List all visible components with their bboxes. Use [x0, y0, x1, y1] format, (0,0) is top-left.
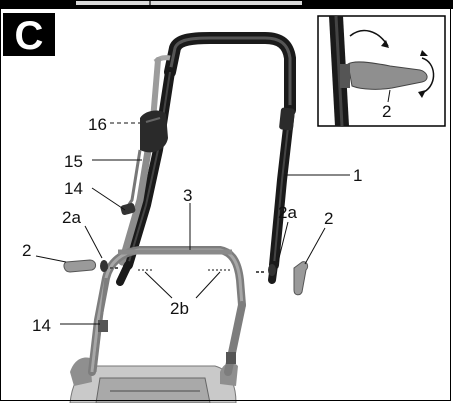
panel-letter-badge: C [3, 13, 55, 58]
callout-2b: 2b [170, 299, 189, 318]
right-upper-tube [269, 105, 295, 270]
callout-14-lower: 14 [32, 316, 51, 335]
switch-box [140, 110, 168, 153]
callout-14-upper: 14 [64, 179, 83, 198]
callout-2a-left: 2a [62, 208, 81, 227]
callout-2-left: 2 [22, 241, 31, 260]
callout-3: 3 [183, 186, 192, 205]
washers [100, 260, 276, 276]
callout-16: 16 [88, 115, 107, 134]
upper-handle-bar [150, 32, 296, 123]
callout-leaders [35, 122, 350, 325]
callout-2a-right: 2a [278, 203, 297, 222]
wing-knob-right [293, 261, 309, 296]
callout-1: 1 [353, 166, 362, 185]
panel-letter: C [15, 14, 44, 58]
inset-callout-2: 2 [382, 102, 391, 121]
callout-2-right: 2 [324, 209, 333, 228]
inset-detail: 2 [317, 15, 446, 127]
figure-frame [0, 0, 451, 401]
mower-deck [69, 357, 238, 404]
callout-15: 15 [64, 152, 83, 171]
cable-clip-upper [120, 203, 136, 215]
lower-handle-frame [88, 246, 246, 376]
wing-knob-left [63, 259, 97, 273]
